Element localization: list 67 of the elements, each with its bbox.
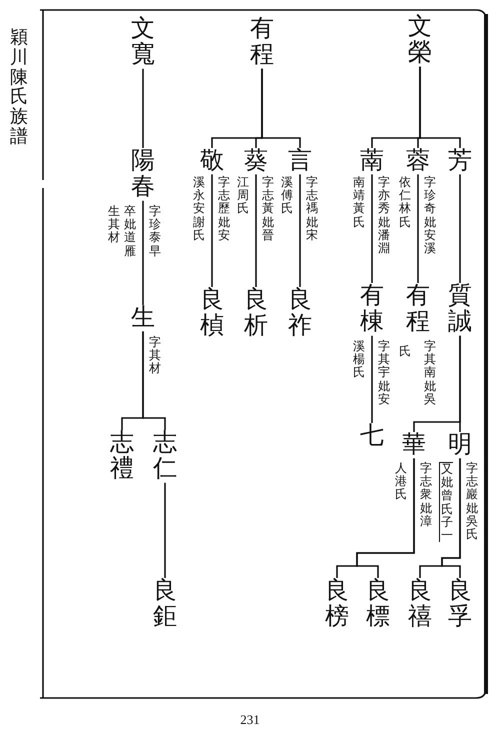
person-name: 言 [288,148,312,174]
lineage-line [255,174,257,287]
page-title: 穎川陳氏族譜 [10,28,28,147]
person-name: 良祚 [288,287,312,340]
lineage-line [459,174,461,283]
person-name: 萳 [360,148,384,174]
annotation-text: 字志禡妣宋 [306,176,318,242]
annotation-text: 字其南妣吳 [424,340,436,406]
annotation-text: 氏 [399,345,411,358]
annotation-text: 江周氏 [237,176,249,216]
person-name: 七 [360,423,384,450]
lineage-line [371,66,421,148]
person-name: 有程 [250,16,274,69]
lineage-line [371,174,373,283]
person-name: 良標 [366,578,390,631]
lineage-line [142,68,144,148]
annotation-text: 字志歷妣安 [218,176,230,242]
person-name: 葵 [244,148,268,174]
lineage-line [413,336,461,432]
person-name: 有棟 [360,283,384,336]
annotation-text: 字志黃妣晉 [262,176,274,242]
person-name: 志仁 [153,430,177,483]
annotation-text: 溪傅氏 [281,176,293,216]
person-name: 良析 [244,287,268,340]
annotation-text: 字其材 [149,336,161,376]
lineage-line [121,331,144,430]
annotation-text: 溪楊氏 [353,340,365,380]
lineage-line [164,482,166,578]
person-name: 明 [448,432,472,458]
annotation-text: 南靖黃氏 [353,176,365,229]
person-name: 生 [131,305,155,332]
person-name: 良楨 [200,287,224,340]
annotation-text: 字珍奇妣安溪 [424,176,436,256]
person-name: 陽春 [131,148,155,201]
annotation-text: 依仁林氏 [399,176,411,229]
lineage-line [142,200,144,305]
person-name: 良孚 [448,578,472,631]
person-name: 蓉 [406,148,430,174]
person-name: 質誠 [448,283,472,336]
annotation-text: 字其宇妣安 [378,340,390,406]
person-name: 敬 [200,148,224,174]
lineage-line [417,174,419,283]
annotation-text: 字志衆妣漳 [420,462,432,528]
lineage-line [299,174,301,287]
annotation-text: 字亦秀妣潘淵 [378,176,390,256]
person-name: 文榮 [408,14,432,67]
annotation-text: 字珍泰早 [149,205,161,258]
person-name: 華 [402,432,426,458]
lineage-line [211,174,213,287]
page-number: 231 [240,712,260,728]
person-name: 良榜 [325,578,349,631]
annotation-text: 卒妣道雁 [124,205,136,258]
person-name: 良鉅 [153,578,177,631]
lineage-line [419,458,461,578]
person-name: 志禮 [110,430,134,483]
annotation-text: 又妣曾氏子一 [439,462,453,542]
lineage-line [371,336,373,423]
person-name: 良禧 [408,578,432,631]
annotation-text: 人港氏 [395,462,407,502]
lineage-line [211,68,263,148]
person-name: 有程 [406,283,430,336]
person-name: 芳 [448,148,472,174]
annotation-text: 字志巖妣吳氏 [466,462,478,542]
annotation-text: 生其材 [108,205,120,245]
person-name: 文寬 [131,16,155,69]
annotation-text: 溪永安謝氏 [193,176,205,242]
lineage-line [336,458,415,578]
